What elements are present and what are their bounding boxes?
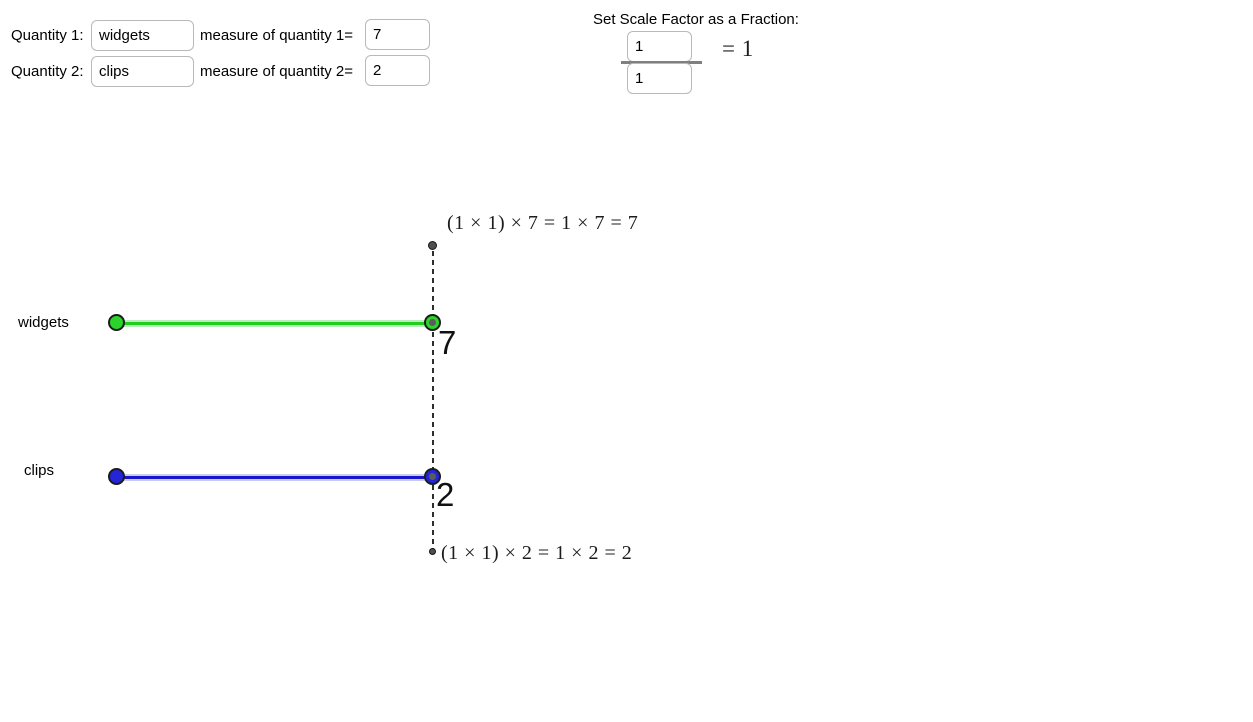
clips-start-point[interactable] — [108, 468, 125, 485]
measure1-input[interactable] — [365, 19, 430, 50]
clips-value-label: 2 — [436, 476, 455, 513]
widgets-product-expression: (1 × 1) × 7 = 1 × 7 = 7 — [447, 212, 639, 234]
measure2-label: measure of quantity 2= — [200, 63, 354, 80]
measure1-label: measure of quantity 1= — [200, 27, 354, 44]
clips-segment-core — [115, 476, 435, 479]
scale-factor-numerator-input[interactable] — [627, 31, 692, 62]
scale-factor-denominator-input[interactable] — [627, 63, 692, 94]
guide-dashed-line — [432, 251, 434, 549]
fraction-bar — [621, 61, 702, 64]
clips-row-label: clips — [24, 462, 55, 479]
guide-top-point — [428, 241, 437, 250]
widgets-row-label: widgets — [18, 314, 69, 331]
quantity1-input[interactable] — [91, 20, 194, 51]
widgets-end-point[interactable] — [424, 314, 441, 331]
widgets-end-point-center — [429, 319, 436, 326]
clips-product-expression: (1 × 1) × 2 = 1 × 2 = 2 — [441, 542, 633, 564]
quantity1-label: Quantity 1: — [11, 27, 84, 44]
scale-factor-result: = 1 — [722, 36, 754, 61]
widgets-value-label: 7 — [438, 324, 457, 361]
quantity2-input[interactable] — [91, 56, 194, 87]
clips-end-point-center — [429, 473, 436, 480]
widgets-start-point[interactable] — [108, 314, 125, 331]
clips-end-point[interactable] — [424, 468, 441, 485]
widgets-segment-core — [115, 322, 435, 325]
quantity2-label: Quantity 2: — [11, 63, 84, 80]
widgets-segment — [115, 320, 435, 327]
scale-factor-title: Set Scale Factor as a Fraction: — [593, 11, 799, 28]
guide-bottom-point — [429, 548, 436, 555]
measure2-input[interactable] — [365, 55, 430, 86]
clips-segment — [115, 474, 435, 481]
